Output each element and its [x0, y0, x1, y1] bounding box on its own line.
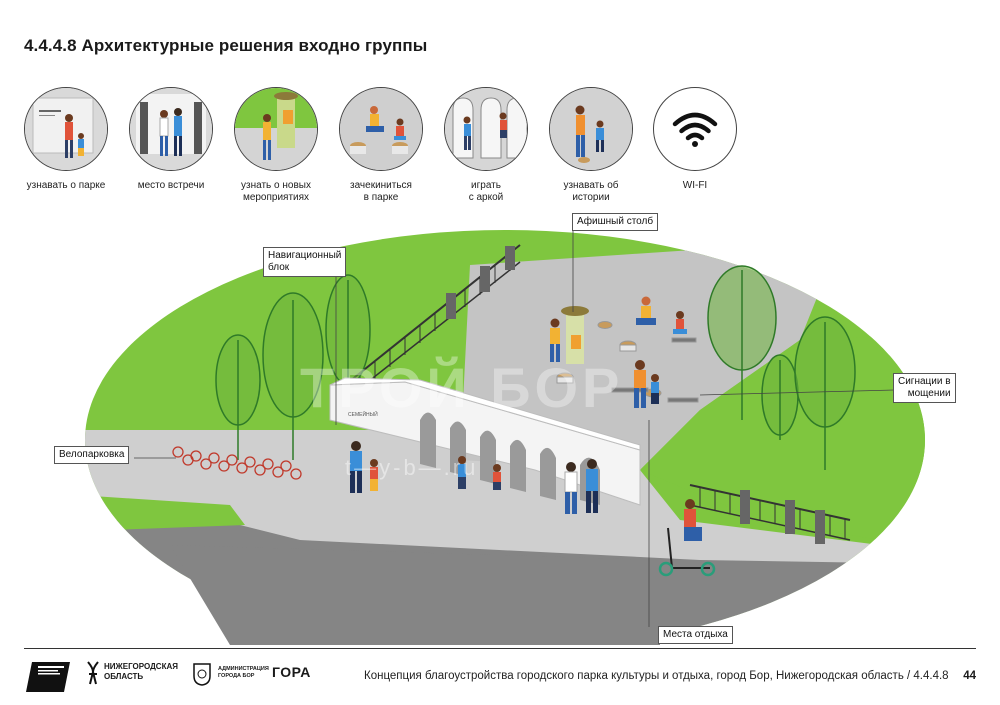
feature-caption: узнать о новых мероприятиях: [241, 180, 311, 203]
feature-wifi: WI-FI: [640, 87, 750, 192]
history-icon: [549, 87, 633, 171]
person: [684, 499, 702, 541]
poster-column-icon: [234, 87, 318, 171]
feature-learn-about-park: узнавать о парке: [11, 87, 121, 192]
person: [673, 311, 687, 334]
fence-right: [689, 484, 851, 544]
entrance-scene-illustration: СЕМЕЙНЫЙ: [85, 228, 925, 645]
deer-emblem-icon: [87, 661, 99, 685]
arch-play-icon: [444, 87, 528, 171]
person: [370, 459, 378, 491]
feature-caption: узнавать об истории: [563, 180, 619, 203]
callout-poster-column: Афишный столб: [572, 213, 659, 231]
person: [550, 318, 560, 362]
person: [458, 456, 466, 489]
callout-bike-parking: Велопарковка: [54, 446, 130, 464]
feature-check-in: зачекиниться в парке: [326, 87, 436, 204]
feature-caption: узнавать о парке: [26, 180, 106, 191]
region-logo-text: НИЖЕГОРОДСКАЯ ОБЛАСТЬ: [104, 662, 178, 681]
poster-column: [561, 306, 589, 364]
callout-leader-lines: [134, 228, 895, 627]
page-number: 44: [963, 670, 976, 682]
bicycle-parking: [172, 446, 302, 480]
people: [350, 296, 716, 577]
feature-events: узнать о новых мероприятиях: [221, 87, 331, 204]
person: [651, 374, 659, 404]
person: [586, 459, 598, 513]
info-board-icon: [24, 87, 108, 171]
wifi-icon: [653, 87, 737, 171]
person: [350, 441, 362, 493]
callout-navigation-block: Навигационный блок: [263, 247, 347, 277]
scooter: [658, 527, 716, 577]
page-title: 4.4.4.8 Архитектурные решения входно гру…: [24, 36, 428, 55]
feature-caption: зачекиниться в парке: [350, 180, 412, 203]
feature-meeting-place: место встречи: [116, 87, 226, 192]
feature-icon-row: узнавать о парке место встречи: [0, 0, 1000, 210]
trees: [215, 265, 856, 470]
feature-caption: играть с аркой: [468, 180, 504, 203]
national-projects-logo: [26, 662, 70, 692]
meeting-place-icon: [129, 87, 213, 171]
gate-sign-text: СЕМЕЙНЫЙ: [348, 410, 378, 418]
callout-paving-signals: Сигнации в мощении: [893, 373, 956, 403]
feature-caption: место встречи: [137, 180, 205, 191]
feature-history: узнавать об истории: [536, 87, 646, 204]
person: [636, 296, 656, 325]
gora-logo: ГОРА: [272, 664, 311, 680]
asphalt-road-extension: [170, 545, 660, 645]
bor-admin-emblem-icon: [193, 663, 211, 686]
person: [634, 360, 646, 408]
feature-play-arch: играть с аркой: [431, 87, 541, 204]
fence-left: [344, 244, 521, 401]
person: [493, 464, 501, 490]
person: [564, 462, 578, 514]
lawn-left-strip: [85, 490, 245, 560]
callout-rest-areas: Места отдыха: [658, 626, 733, 644]
seating-icon: [339, 87, 423, 171]
footer-caption: Концепция благоустройства городского пар…: [364, 670, 949, 682]
feature-caption: WI-FI: [682, 180, 708, 191]
footer-divider: [24, 648, 976, 649]
admin-logo-text: АДМИНИСТРАЦИЯ ГОРОДА БОР: [218, 666, 269, 679]
